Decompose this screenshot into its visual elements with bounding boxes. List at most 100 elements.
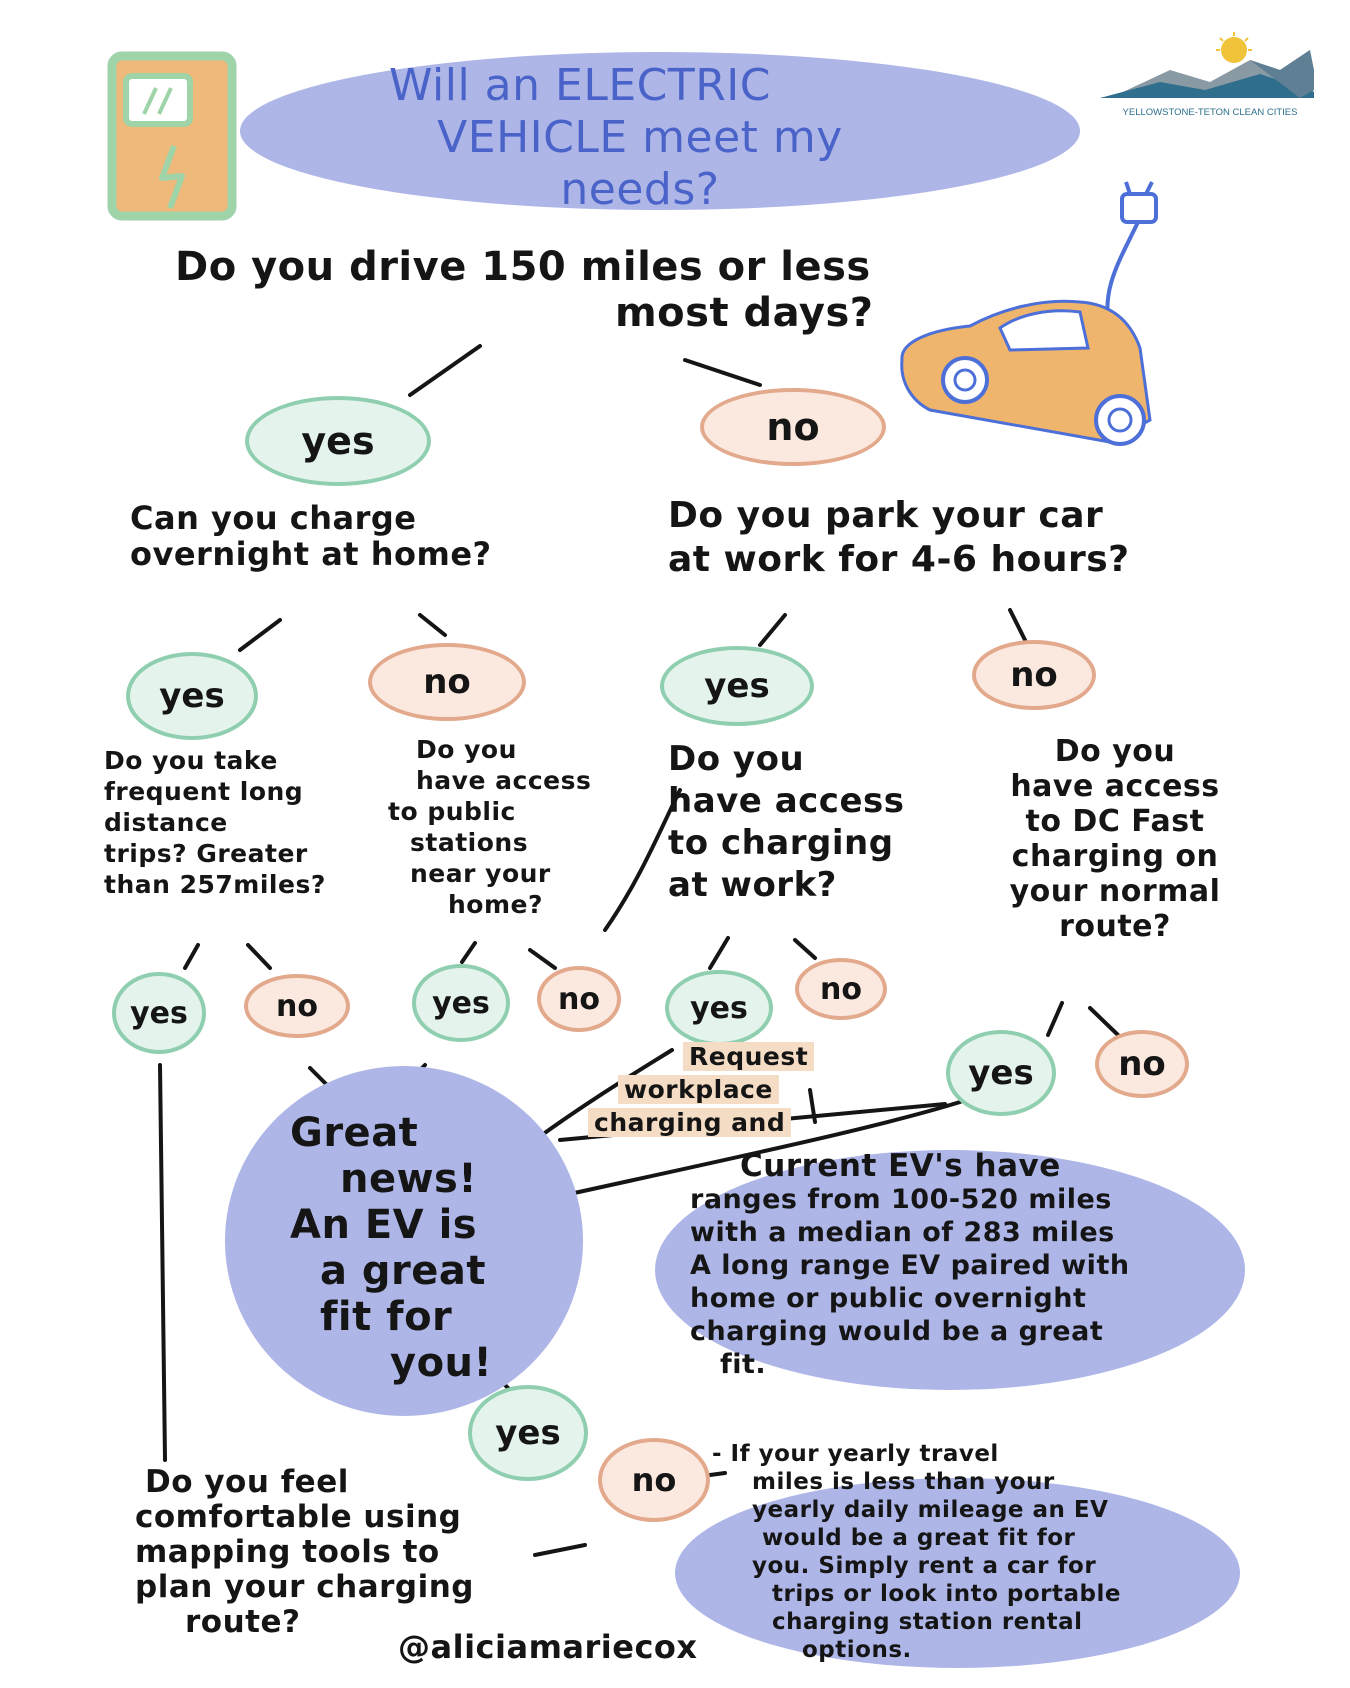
work-yes-bubble: yes [660,646,814,726]
great-line-4: a great [320,1248,487,1294]
range-line-2: ranges from 100-520 miles [690,1184,1112,1215]
connector-mapno-to-rent [708,1471,727,1477]
connector-public-yes [460,941,477,964]
artist-credit: @aliciamariecox [398,1628,698,1666]
request-line-2: workplace [618,1075,779,1104]
home-yes-bubble: yes [126,652,258,740]
request-line-1: Request [683,1042,815,1071]
ev-charger-icon [107,51,237,221]
range-line-3: with a median of 283 miles [690,1217,1115,1248]
range-info-text: Current EV's have ranges from 100-520 mi… [690,1150,1230,1381]
great-news-text: Great news! An EV is a great fit for you… [290,1110,550,1386]
connector-q1-no [683,358,762,387]
connector-workcharge-yes [708,936,730,970]
rent-line-3: yearly daily mileage an EV [752,1497,1109,1523]
mapping-no-bubble: no [598,1438,710,1522]
great-line-1: Great [290,1110,419,1156]
connector-workyes-to-great [533,1048,674,1142]
rent-line-4: would be a great fit for [762,1525,1076,1551]
rent-line-1: - If your yearly travel [712,1441,999,1467]
q3-trips-line-1: Do you take [104,746,278,775]
connector-trips-yes [183,943,200,970]
question-drive-150-miles: Do you drive 150 miles or less most days… [175,244,1035,336]
q3-trips-line-4: trips? Greater [104,839,308,868]
connector-dc-no [1088,1006,1120,1037]
q3-dc-line-1: Do you [1054,734,1176,769]
q3-public-line-3: to public [388,797,516,826]
connector-dc-yes [1046,1001,1064,1037]
q2-work-line-1: Do you park your car [668,495,1104,536]
q3-trips-line-2: frequent long [104,777,304,806]
range-line-1: Current EV's have [740,1148,1061,1184]
question-dc-fast: Do you have access to DC Fast charging o… [970,734,1260,944]
connector-q1-yes [408,344,482,397]
range-line-5: home or public overnight [690,1283,1087,1314]
q3-work-line-4: at work? [668,865,837,905]
connector-public-no [528,948,557,970]
range-line-4: A long range EV paired with [690,1250,1130,1281]
range-info-bubble [655,1150,1245,1390]
q2-work-line-2: at work for 4-6 hours? [668,539,1130,580]
great-news-bubble [225,1066,583,1416]
rent-line-2: miles is less than your [752,1469,1055,1495]
connector-work-no [1008,608,1027,642]
question-park-at-work: Do you park your car at work for 4-6 hou… [668,494,1228,582]
connector-mapping-to-no [533,1543,587,1557]
connector-dcyes-to-great [518,1100,962,1207]
mapping-line-5: route? [185,1604,301,1640]
electric-car-icon [900,181,1158,446]
public-no-bubble: no [537,966,621,1032]
mapping-line-1: Do you feel [145,1464,349,1500]
q3-dc-line-6: route? [1059,909,1171,944]
q3-work-line-1: Do you [668,739,805,779]
work-no-bubble: no [972,640,1096,710]
range-line-6: charging would be a great [690,1316,1104,1347]
q3-trips-line-5: than 257miles? [104,870,326,899]
question-public-stations: Do you have access to public stations ne… [388,734,638,920]
rent-line-5: you. Simply rent a car for [752,1553,1097,1579]
great-line-2: news! [340,1156,478,1202]
connector-work-yes [758,613,787,647]
rent-line-8: options. [802,1637,912,1663]
trips-yes-bubble: yes [112,972,206,1054]
q3-dc-line-2: have access [1010,769,1220,804]
logo-caption: YELLOWSTONE-TETON CLEAN CITIES [1122,107,1298,118]
q1-yes-bubble: yes [245,396,431,486]
title-bubble [240,52,1080,210]
mountain-sun-logo-icon [1100,32,1314,98]
rent-info-bubble [675,1478,1240,1668]
q3-public-line-1: Do you [416,735,517,764]
question-long-trips: Do you take frequent long distance trips… [104,745,374,900]
public-yes-bubble: yes [412,964,510,1042]
connector-trips-no [246,943,272,970]
request-workplace-note: Request workplace charging and [588,1040,848,1139]
q3-public-line-5: near your [410,859,551,888]
q2-home-line-1: Can you charge [130,499,417,537]
dc-yes-bubble: yes [946,1030,1056,1116]
request-line-3: charging and [588,1108,792,1137]
q3-trips-line-3: distance [104,808,228,837]
q3-public-line-2: have access [416,766,592,795]
range-line-7: fit. [720,1349,767,1380]
great-line-5: fit for [320,1294,453,1340]
trips-no-bubble: no [244,974,350,1038]
workcharge-yes-bubble: yes [665,970,773,1046]
connector-home-yes [238,618,282,652]
q1-line-2: most days? [615,290,874,336]
rent-line-7: charging station rental [772,1609,1083,1635]
q2-home-line-2: overnight at home? [130,535,492,573]
q1-no-bubble: no [700,388,886,466]
q3-dc-line-4: charging on [1011,839,1219,874]
workcharge-no-bubble: no [795,958,887,1020]
title-line-2: VEHICLE meet my needs? [437,112,843,215]
mapping-line-2: comfortable using [135,1499,462,1535]
q3-dc-line-3: to DC Fast [1025,804,1205,839]
mapping-yes-bubble: yes [468,1385,588,1481]
title-line-1: Will an ELECTRIC [388,60,772,111]
rent-line-6: trips or look into portable [772,1581,1121,1607]
q3-work-line-3: to charging [668,823,894,863]
q3-public-line-4: stations [410,828,529,857]
great-line-3: An EV is [290,1202,478,1248]
question-mapping-tools: Do you feel comfortable using mapping to… [135,1465,555,1640]
